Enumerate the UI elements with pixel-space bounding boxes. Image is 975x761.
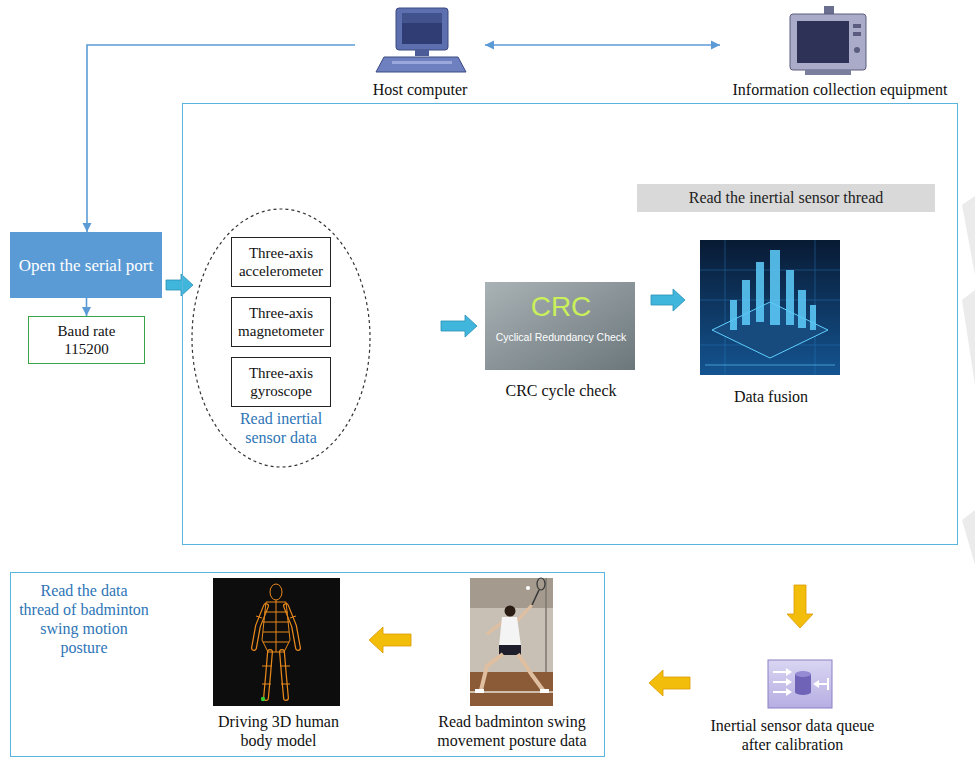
host-computer-icon bbox=[376, 8, 466, 72]
process-box: Open the serial port bbox=[10, 232, 162, 298]
arrowhead bbox=[83, 223, 92, 232]
connector-line bbox=[485, 41, 720, 50]
icon-node: Host computer bbox=[355, 4, 485, 101]
node-text: CRC bbox=[486, 291, 636, 323]
node-text: Read the data thread of badminton swing … bbox=[19, 581, 149, 657]
block-arrow-shape bbox=[649, 670, 690, 696]
block-arrow-shape bbox=[369, 627, 411, 653]
thread-panel: Read the data thread of badminton swing … bbox=[10, 572, 605, 757]
node-text: Baud rate 115200 bbox=[37, 322, 136, 358]
arrowhead bbox=[711, 41, 720, 50]
sensor-box: Three-axis gyroscope bbox=[231, 357, 331, 407]
connector-path bbox=[87, 45, 355, 232]
block-arrow bbox=[166, 274, 193, 296]
arrowhead bbox=[485, 41, 494, 50]
icon-node: Inertial sensor data queue after calibra… bbox=[700, 658, 885, 758]
node-text: Open the serial port bbox=[19, 255, 154, 276]
arrowhead bbox=[82, 307, 91, 316]
node-text: Cyclical Redundancy Check bbox=[486, 331, 636, 344]
node-text: Inertial sensor data queue after calibra… bbox=[700, 716, 885, 754]
block-arrow bbox=[787, 585, 813, 628]
node-text: Read the inertial sensor thread bbox=[637, 184, 935, 212]
human-model-image bbox=[213, 578, 340, 706]
crc-image bbox=[485, 282, 635, 370]
sensor-group-ellipse: Read inertial sensor data Three-axis acce… bbox=[191, 208, 371, 468]
badminton-photo bbox=[470, 578, 553, 706]
node-text: Three-axis magnetometer bbox=[236, 304, 326, 340]
ellipse-outline bbox=[192, 209, 370, 467]
sensor-box: Three-axis magnetometer bbox=[231, 297, 331, 347]
block-arrow-shape bbox=[166, 274, 193, 296]
image-node: Driving 3D human body model bbox=[201, 576, 356, 754]
node-text: Information collection equipment bbox=[720, 80, 960, 99]
thread-panel: Read the inertial sensor threadRead iner… bbox=[182, 103, 958, 545]
node-text: Three-axis gyroscope bbox=[236, 364, 326, 400]
decor-chevrons bbox=[962, 196, 975, 565]
node-text: Driving 3D human body model bbox=[201, 712, 356, 750]
block-arrow-shape bbox=[651, 289, 685, 311]
icon-node: Information collection equipment bbox=[720, 4, 960, 101]
image-node: Read badminton swing movement posture da… bbox=[422, 576, 602, 754]
node-text: Data fusion bbox=[691, 387, 851, 406]
crc-node: CRC Cyclical Redundancy CheckCRC cycle ch… bbox=[479, 281, 643, 406]
sensor-box: Three-axis accelerometer bbox=[231, 237, 331, 287]
block-arrow bbox=[441, 315, 477, 337]
connector-line bbox=[83, 45, 356, 232]
node-text: Read inertial sensor data bbox=[231, 409, 331, 447]
node-text: Read badminton swing movement posture da… bbox=[422, 712, 602, 750]
image-node: Data fusion bbox=[691, 239, 851, 414]
queue-icon bbox=[768, 660, 832, 708]
collection-equipment-icon bbox=[790, 6, 866, 75]
node-text: Host computer bbox=[355, 80, 485, 99]
setting-box: Baud rate 115200 bbox=[28, 316, 145, 364]
data-fusion-image bbox=[700, 240, 840, 375]
node-text: Three-axis accelerometer bbox=[236, 244, 326, 280]
block-arrow bbox=[369, 627, 411, 653]
node-text: CRC cycle check bbox=[479, 381, 643, 400]
connector-line bbox=[82, 298, 91, 316]
block-arrow-shape bbox=[441, 315, 477, 337]
block-arrow bbox=[651, 289, 685, 311]
connector-path bbox=[485, 44, 720, 46]
block-arrow-shape bbox=[787, 585, 813, 628]
block-arrow bbox=[649, 670, 690, 696]
